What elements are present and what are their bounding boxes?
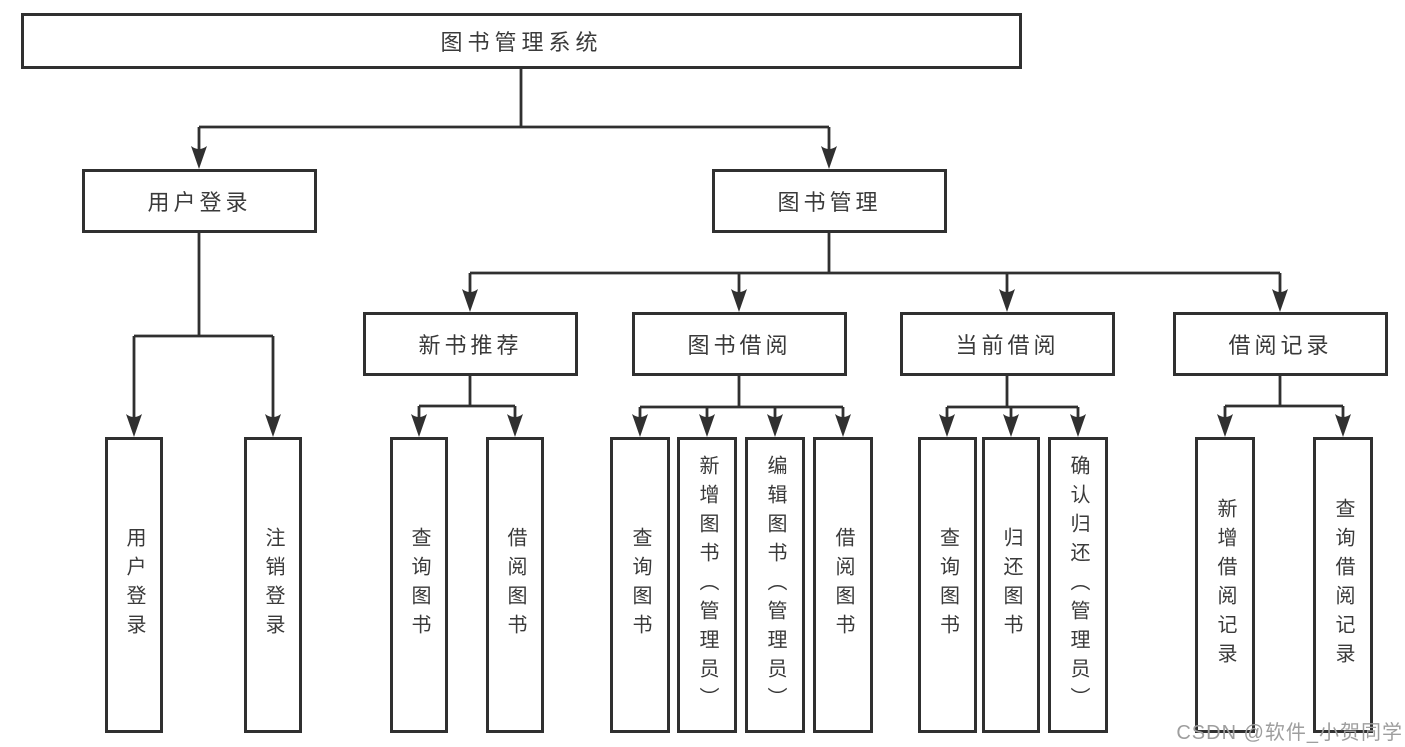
leaf-label: 新增借阅记录 [1214,498,1236,672]
node-new-book-recommend: 新书推荐 [363,312,578,376]
leaf-user-login: 用户登录 [105,437,163,733]
watermark: CSDN @软件_小贺同学 [1176,722,1403,744]
node-book-borrowing: 图书借阅 [632,312,847,376]
leaf-label: 编辑图书（管理员） [764,454,786,716]
arrowhead [632,414,648,437]
arrowhead [1335,414,1351,437]
arrowhead [462,289,478,312]
node-book-management: 图书管理 [712,169,947,233]
leaf-query-books-1: 查询图书 [390,437,448,733]
node-library-system: 图书管理系统 [21,13,1022,69]
arrowhead [939,414,955,437]
leaf-return-books: 归还图书 [982,437,1040,733]
node-label: 图书借阅 [687,333,792,358]
leaf-label: 注销登录 [262,527,284,643]
leaf-label: 用户登录 [123,527,145,643]
arrowhead [699,414,715,437]
arrowhead [265,414,281,437]
arrowhead [507,414,523,437]
leaf-query-borrow-record: 查询借阅记录 [1313,437,1373,733]
node-label: 借阅记录 [1228,333,1333,358]
arrowhead [835,414,851,437]
leaf-add-borrow-record: 新增借阅记录 [1195,437,1255,733]
leaf-borrow-books-2: 借阅图书 [813,437,873,733]
arrowhead [767,414,783,437]
leaf-label: 借阅图书 [832,527,854,643]
arrowhead [1070,414,1086,437]
node-label: 新书推荐 [418,333,523,358]
leaf-logout: 注销登录 [244,437,302,733]
arrowhead [821,146,837,169]
leaf-label: 查询图书 [408,527,430,643]
leaf-label: 查询图书 [936,527,959,643]
node-label: 图书管理 [777,190,882,215]
leaf-label: 查询借阅记录 [1332,498,1354,672]
arrowhead [999,289,1015,312]
leaf-query-books-2: 查询图书 [610,437,670,733]
arrowhead [731,289,747,312]
leaf-label: 查询图书 [629,527,651,643]
node-borrow-records: 借阅记录 [1173,312,1388,376]
leaf-add-book-admin: 新增图书（管理员） [677,437,737,733]
node-current-borrowing: 当前借阅 [900,312,1115,376]
leaf-edit-book-admin: 编辑图书（管理员） [745,437,805,733]
arrowhead [126,414,142,437]
node-label: 用户登录 [147,190,252,215]
arrowhead [1272,289,1288,312]
arrowhead [191,146,207,169]
leaf-label: 归还图书 [1000,527,1022,643]
leaf-label: 新增图书（管理员） [696,454,718,716]
leaf-confirm-return-admin: 确认归还（管理员） [1048,437,1108,733]
leaf-label: 确认归还（管理员） [1067,454,1089,716]
arrowhead [411,414,427,437]
leaf-query-books-3: 查询图书 [918,437,977,733]
arrowhead [1217,414,1233,437]
node-label: 当前借阅 [955,333,1060,358]
node-user-login: 用户登录 [82,169,317,233]
leaf-label: 借阅图书 [504,527,526,643]
node-label: 图书管理系统 [440,30,603,55]
leaf-borrow-books-1: 借阅图书 [486,437,544,733]
arrowhead [1003,414,1019,437]
